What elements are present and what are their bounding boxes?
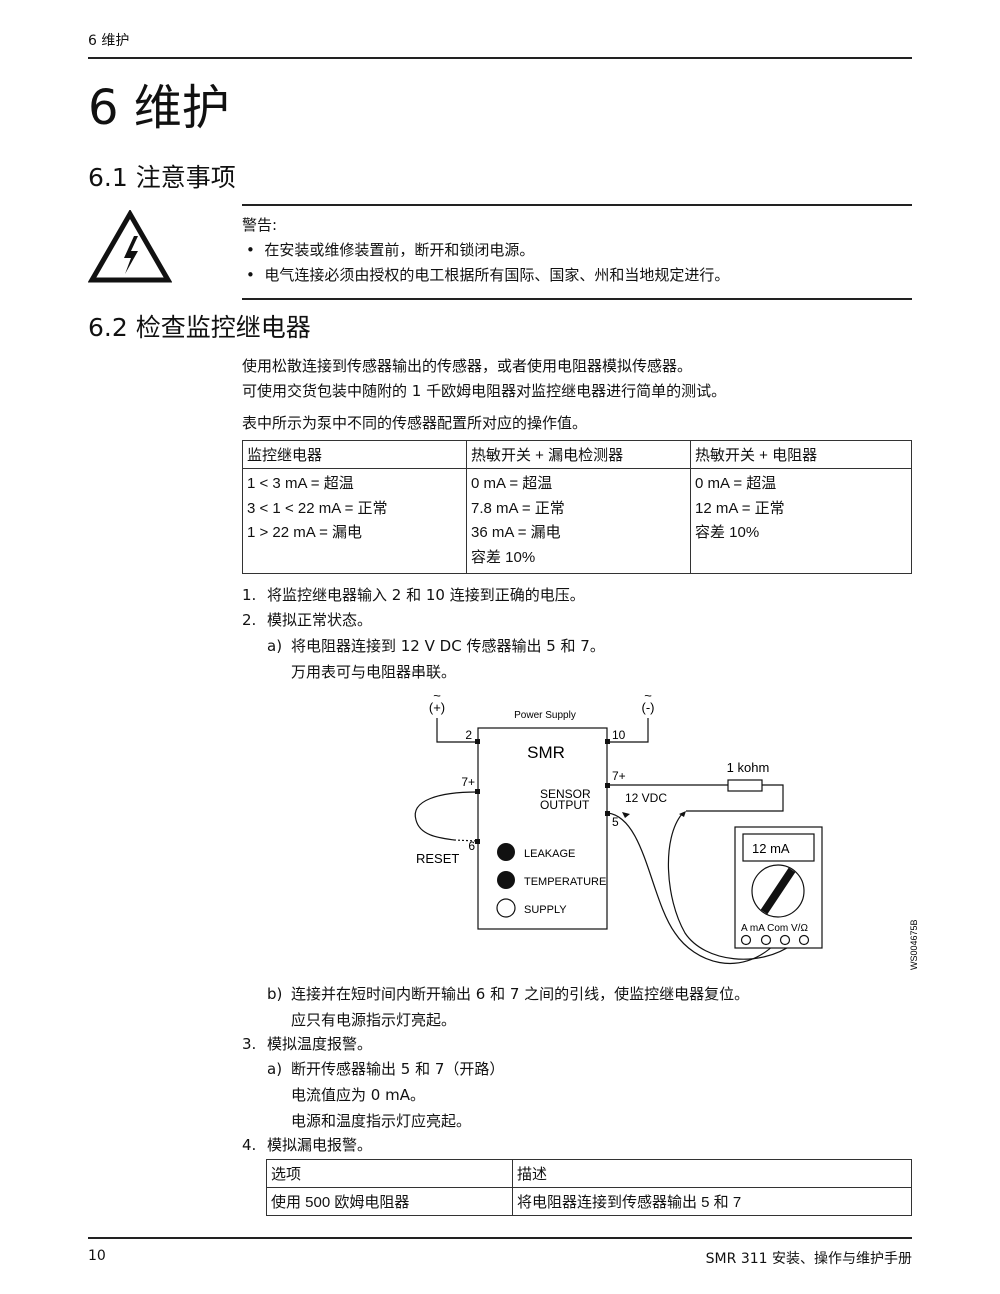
chapter-title: 6 维护 [88,80,230,136]
resistor-symbol [727,779,763,792]
paragraph: 可使用交货包装中随附的 1 千欧姆电阻器对监控继电器进行简单的测试。 [242,382,727,400]
cell-line: 12 mA = 正常 [695,499,785,517]
substep-text: 将电阻器连接到 12 V DC 传感器输出 5 和 7。 [291,637,605,655]
cell-line: 容差 10% [695,524,760,541]
smr-unit [477,727,608,930]
sensor-label: SENSOR [540,787,591,801]
step-text: 模拟正常状态。 [267,611,373,629]
options-table: 选项 描述 使用 500 欧姆电阻器 将电阻器连接到传感器输出 5 和 7 [266,1159,912,1216]
terminal-10-label: 10 [612,728,626,742]
terminal-5-label: 5 [612,815,619,829]
supply-label: SUPPLY [524,904,567,916]
table-cell: 将电阻器连接到传感器输出 5 和 7 [512,1187,912,1216]
table-header: 描述 [512,1159,912,1188]
substep-note: 电源和温度指示灯应亮起。 [291,1112,472,1130]
step-text: 模拟漏电报警。 [267,1136,373,1154]
table-cell: 使用 500 欧姆电阻器 [266,1187,513,1216]
cell-line: 容差 10% [471,548,536,566]
ac-tilde-label: ~ [644,688,652,703]
cell-line: 7.8 mA = 正常 [471,499,565,517]
substep-text: 断开传感器输出 5 和 7（开路） [291,1060,505,1078]
cell-line: 0 mA = 超温 [695,475,777,492]
warning-text: 电气连接必须由授权的电工根据所有国际、国家、州和当地规定进行。 [264,266,730,284]
resistor-label: 1 kohm [727,760,770,775]
warning-text: 在安装或维修装置前，断开和锁闭电源。 [264,241,535,259]
cell-line: 0 mA = 超温 [471,475,553,492]
multimeter-display [742,833,815,862]
minus-terminal-label: (-) [642,700,655,715]
paragraph: 表中所示为泵中不同的传感器配置所对应的操作值。 [242,414,588,432]
step-number: 1. [242,586,257,604]
vdc-label: 12 VDC [625,791,667,805]
warning-bullet: • 电气连接必须由授权的电工根据所有国际、国家、州和当地规定进行。 [246,266,730,284]
paragraph: 使用松散连接到传感器输出的传感器，或者使用电阻器模拟传感器。 [242,357,693,375]
cell-line: 1 < 3 mA = 超温 [247,475,354,492]
output-label: OUTPUT [540,798,590,812]
reset-label: RESET [416,851,459,866]
substep-text: 连接并在短时间内断开输出 6 和 7 之间的引线，使监控继电器复位。 [291,985,750,1003]
table-header: 选项 [266,1159,513,1188]
cell-line: 1 > 22 mA = 漏电 [247,524,363,541]
footer-rule [88,1237,912,1239]
table-cell: 0 mA = 超温 12 mA = 正常 容差 10% [690,468,912,574]
leakage-led [497,843,515,861]
table-header: 监控继电器 [242,440,467,469]
temperature-led [497,871,515,889]
figure-code: WS004675B [909,919,919,970]
wiring-diagram: ~ (+) ~ (-) Power Supply SMR 2 10 7+ 6 R… [414,688,919,970]
substep-marker: a) [267,637,283,655]
step-text: 将监控继电器输入 2 和 10 连接到正确的电压。 [267,586,585,604]
table-header: 热敏开关 + 电阻器 [690,440,912,469]
supply-led [496,898,516,918]
terminal-2-label: 2 [465,728,472,742]
plus-terminal-label: (+) [429,700,445,715]
step-number: 3. [242,1035,257,1053]
warning-bullet: • 在安装或维修装置前，断开和锁闭电源。 [246,241,535,259]
step-number: 2. [242,611,257,629]
table-cell: 1 < 3 mA = 超温 3 < 1 < 22 mA = 正常 1 > 22 … [242,468,467,574]
substep-marker: b) [267,985,283,1003]
cell-line: 36 mA = 漏电 [471,524,561,541]
electric-hazard-icon [88,210,172,283]
header-rule [88,57,912,59]
substep-note: 万用表可与电阻器串联。 [291,663,457,681]
operating-values-table: 监控继电器 热敏开关 + 漏电检测器 热敏开关 + 电阻器 1 < 3 mA =… [242,440,912,574]
manual-title: SMR 311 安装、操作与维护手册 [705,1251,912,1267]
substep-note: 应只有电源指示灯亮起。 [291,1011,457,1029]
terminal-6-label: 6 [468,839,475,853]
multimeter-reading: 12 mA [752,841,790,856]
page-number: 10 [88,1248,106,1264]
temperature-label: TEMPERATURE [524,876,606,888]
section-1-title: 6.1 注意事项 [88,163,236,192]
multimeter-ports-label: A mA Com V/Ω [741,923,808,934]
table-header: 热敏开关 + 漏电检测器 [466,440,691,469]
table-cell: 0 mA = 超温 7.8 mA = 正常 36 mA = 漏电 容差 10% [466,468,691,574]
smr-label: SMR [527,743,565,762]
step-text: 模拟温度报警。 [267,1035,373,1053]
power-supply-label: Power Supply [514,710,576,721]
terminal-7-left-label: 7+ [461,775,475,789]
section-2-title: 6.2 检查监控继电器 [88,313,311,342]
warning-label: 警告: [242,216,278,234]
terminal-7-right-label: 7+ [612,769,626,783]
substep-marker: a) [267,1060,283,1078]
cell-line: 3 < 1 < 22 mA = 正常 [247,499,388,517]
step-number: 4. [242,1136,257,1154]
ac-tilde-label: ~ [433,688,441,703]
leakage-label: LEAKAGE [524,848,575,860]
substep-note: 电流值应为 0 mA。 [291,1086,425,1104]
running-header: 6 维护 [88,33,130,49]
warning-box: 警告: • 在安装或维修装置前，断开和锁闭电源。 • 电气连接必须由授权的电工根… [242,204,912,300]
